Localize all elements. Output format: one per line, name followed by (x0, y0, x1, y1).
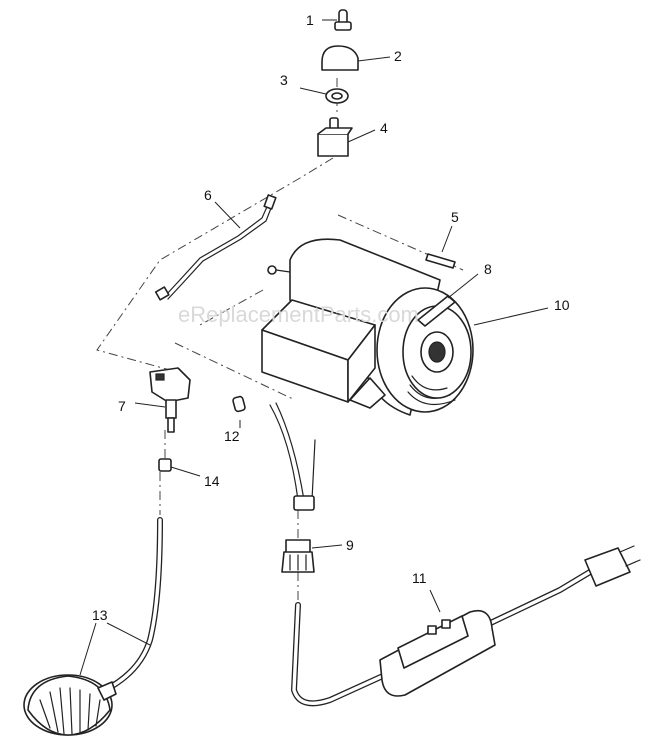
callout-4: 4 (380, 120, 388, 136)
watermark-text: eReplacementParts.com (178, 302, 419, 327)
callout-9: 9 (346, 537, 354, 553)
callout-2: 2 (394, 48, 402, 64)
toggle-lever-part (322, 9, 352, 31)
callout-12: 12 (224, 428, 240, 444)
strain-relief-part (281, 539, 343, 573)
cover-bracket-part (417, 273, 479, 327)
pressure-switch-part (134, 367, 191, 433)
switch-cover-part (321, 45, 391, 71)
callout-13: 13 (92, 607, 108, 623)
callout-11: 11 (412, 570, 427, 586)
callout-14: 14 (204, 473, 220, 489)
nut-part (158, 458, 201, 477)
callout-3: 3 (280, 72, 288, 88)
callout-8: 8 (484, 261, 492, 277)
callout-1: 1 (306, 12, 314, 28)
callout-10: 10 (554, 297, 570, 313)
wire-connector-part (232, 395, 316, 511)
assembly-lines (96, 78, 464, 600)
callout-5: 5 (451, 209, 459, 225)
junction-box-part (261, 299, 376, 403)
foot-pedal-part (23, 517, 163, 736)
callout-6: 6 (204, 187, 212, 203)
label-plate-part (425, 225, 456, 269)
toggle-switch-part (317, 117, 376, 157)
callout-7: 7 (118, 398, 126, 414)
power-cord-part (290, 545, 641, 707)
ring-nut-part (299, 87, 349, 104)
wire-lead-part (154, 194, 277, 301)
